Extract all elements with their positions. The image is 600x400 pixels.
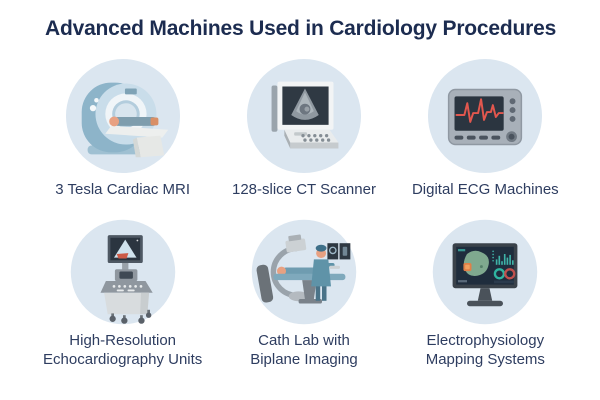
echocardiography-cart-icon	[70, 219, 175, 324]
machine-label: 128-slice CT Scanner	[232, 180, 376, 200]
machine-card-echocardiography: High-Resolution Echocardiography Units	[32, 215, 213, 370]
icon-circle	[64, 57, 182, 175]
cath-lab-icon	[251, 219, 357, 324]
machine-label: 3 Tesla Cardiac MRI	[55, 180, 190, 200]
label-line: Biplane Imaging	[250, 351, 358, 368]
label-line: Echocardiography Units	[43, 351, 203, 368]
icon-circle	[426, 57, 544, 175]
label-line: Cath Lab with	[258, 331, 350, 349]
machine-card-ecg: Digital ECG Machines	[395, 57, 576, 200]
label-line: 3 Tesla Cardiac MRI	[55, 181, 191, 198]
label-line: High-Resolution	[69, 331, 177, 349]
machine-label: High-Resolution Echocardiography Units	[43, 331, 202, 370]
label-line: Digital ECG Machines	[411, 181, 559, 198]
machines-grid: 3 Tesla Cardiac MRI	[32, 57, 576, 370]
machine-label: Digital ECG Machines	[412, 180, 559, 200]
label-line: 128-slice CT Scanner	[232, 181, 376, 198]
ep-mapping-monitor-icon	[433, 219, 538, 324]
label-line: Mapping Systems	[425, 351, 545, 368]
machine-label: Electrophysiology Mapping Systems	[426, 331, 545, 370]
icon-circle	[69, 218, 177, 326]
machine-label: Cath Lab with Biplane Imaging	[250, 331, 358, 370]
page-title: Advanced Machines Used in Cardiology Pro…	[45, 17, 557, 40]
label-line: Electrophysiology	[426, 331, 545, 349]
machine-card-mri: 3 Tesla Cardiac MRI	[32, 57, 213, 200]
icon-circle	[250, 218, 358, 326]
ct-scanner-icon	[246, 58, 362, 174]
icon-circle	[245, 57, 363, 175]
mri-icon	[65, 58, 180, 174]
machine-card-ep-mapping: Electrophysiology Mapping Systems	[395, 215, 576, 370]
machine-card-cath-lab: Cath Lab with Biplane Imaging	[213, 215, 394, 370]
ecg-monitor-icon	[428, 58, 543, 174]
machine-card-ct-scanner: 128-slice CT Scanner	[213, 57, 394, 200]
icon-circle	[431, 218, 539, 326]
